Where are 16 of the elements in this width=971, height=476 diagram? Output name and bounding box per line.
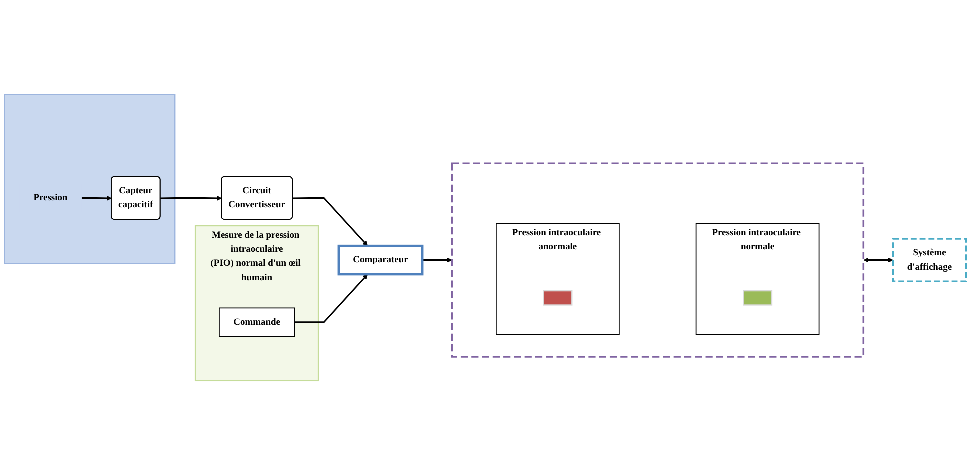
node-box <box>743 290 773 306</box>
cluster <box>451 162 865 358</box>
node-box: Système d'affichage <box>892 238 968 283</box>
arrow <box>864 258 894 264</box>
cluster: Pression intraoculaire normale <box>696 223 820 336</box>
node-box: Comparateur <box>338 245 424 276</box>
node-text: Pression <box>34 193 68 204</box>
cluster <box>4 94 176 265</box>
arrow <box>294 274 368 324</box>
arrow <box>160 196 222 202</box>
node-box: Commande <box>219 308 296 338</box>
cluster: Pression intraoculaire anormale <box>496 223 620 336</box>
arrow <box>422 258 452 264</box>
arrow <box>292 198 368 247</box>
node-box <box>543 290 573 306</box>
arrow <box>82 196 112 202</box>
